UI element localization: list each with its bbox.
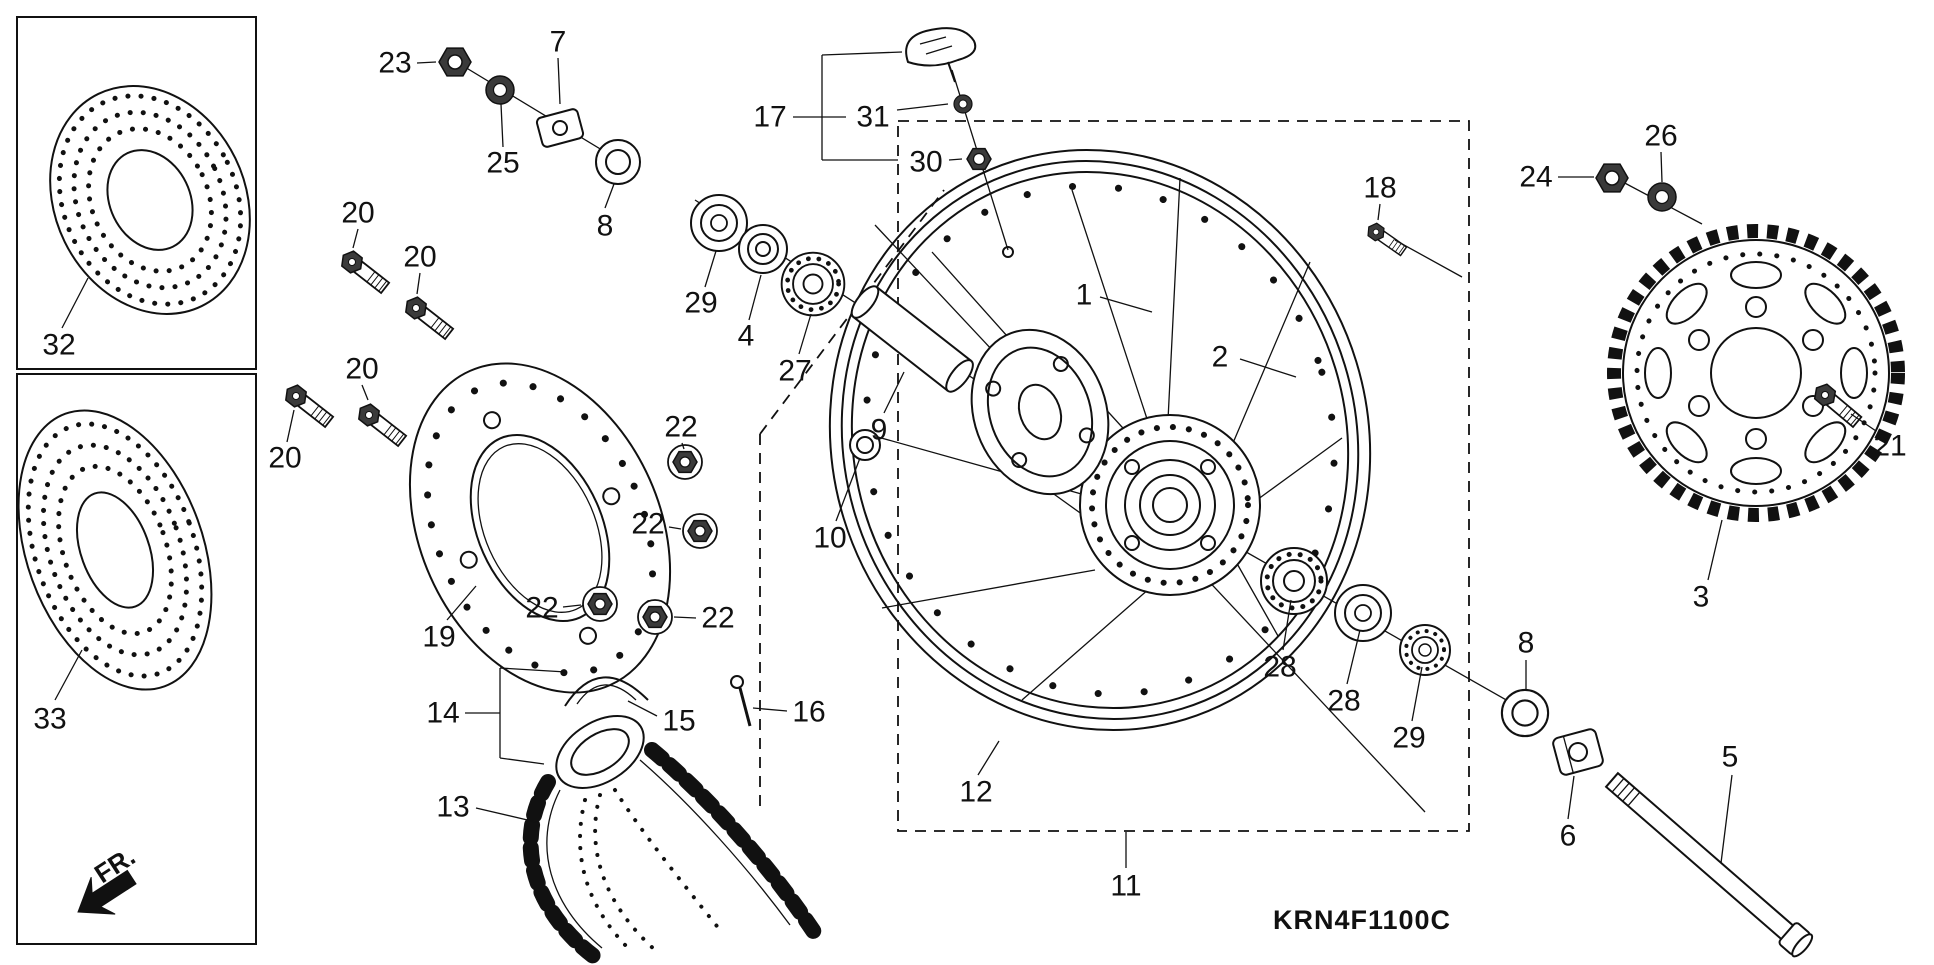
flange-nut-22-b [682,513,718,549]
part-label-29: 29 [684,287,717,320]
part-label-24: 24 [1519,161,1552,194]
part-label-16: 16 [792,696,825,729]
part-label-27: 27 [778,355,811,388]
part-label-4: 4 [738,320,755,353]
flange-nut-22-a [667,444,703,480]
bearing-29-right [1398,623,1452,677]
part-label-20: 20 [341,197,374,230]
part-label-22: 22 [664,411,697,444]
disc-bolt-20-d [280,380,336,431]
part-label-11: 11 [1110,870,1141,903]
part-label-23: 23 [378,47,411,80]
washer-31 [953,94,973,114]
spacer-tube [850,285,974,393]
collar-10 [849,429,881,461]
part-label-20: 20 [403,241,436,274]
axle-nut-23 [438,47,472,77]
valve [730,675,752,727]
disc-bolt-20-b [400,292,456,343]
brake-disc-33 [17,409,213,691]
part-label-30: 30 [909,146,942,179]
wheel-rim [828,148,1372,732]
part-label-20: 20 [268,442,301,475]
fr-direction-arrow: FR. [77,841,140,915]
part-label-8: 8 [1518,627,1535,660]
seal-4 [738,224,788,274]
rim-band-clamp-17 [905,27,977,83]
washer-25 [485,75,515,105]
part-label-22: 22 [701,602,734,635]
part-label-5: 5 [1722,741,1739,774]
part-label-6: 6 [1560,820,1577,853]
part-label-22: 22 [525,592,558,625]
bearing-27 [782,253,845,316]
axle-shaft [1604,771,1814,958]
part-label-13: 13 [436,791,469,824]
part-label-19: 19 [422,621,455,654]
part-label-26: 26 [1644,120,1677,153]
nut-30 [966,147,992,171]
bearing-29-left [690,194,748,252]
part-label-7: 7 [550,26,567,59]
tire-section [522,715,826,965]
part-label-9: 9 [871,414,888,447]
bolt-18 [1363,220,1409,259]
leader-lines [54,51,1877,868]
part-label-15: 15 [662,705,695,738]
diagram-code: KRN4F1100C [1273,905,1451,935]
rim-band [564,676,649,707]
part-label-8: 8 [597,210,614,243]
part-label-22: 22 [631,508,664,541]
part-label-17: 17 [753,101,786,134]
flange-nut-22-c [582,586,618,622]
rim-lock-7 [535,108,585,148]
part-label-14: 14 [426,697,459,730]
sprocket-nut-24 [1595,163,1629,193]
part-label-31: 31 [856,101,889,134]
part-label-18: 18 [1363,172,1396,205]
disc-bolt-20-c [353,399,409,450]
flange-nut-22-d [637,599,673,635]
bearing-28-a [1261,548,1327,614]
rear-sprocket [1607,224,1905,522]
part-label-20: 20 [345,353,378,386]
hub-flange [970,328,1110,496]
disc-bolt-20-a [336,246,392,297]
part-label-33: 33 [33,703,66,736]
part-label-32: 32 [42,329,75,362]
part-label-10: 10 [813,522,846,555]
part-label-12: 12 [959,776,992,809]
hub-assembly [970,328,1261,596]
part-label-29: 29 [1392,722,1425,755]
bearing-28-b [1334,584,1392,642]
brake-disc-32 [49,85,251,315]
part-label-28: 28 [1263,651,1296,684]
part-label-25: 25 [486,147,519,180]
part-label-28: 28 [1327,685,1360,718]
side-collar-8-left [595,139,641,185]
washer-26 [1647,182,1677,212]
part-label-1: 1 [1076,279,1093,312]
left-panel-boxes [16,16,257,945]
part-label-2: 2 [1212,341,1229,374]
side-collar-8-right [1500,688,1550,738]
part-label-3: 3 [1693,581,1710,614]
part-label-21: 21 [1873,430,1906,463]
chain-adjuster [1552,728,1604,776]
brake-disc-19 [408,362,672,694]
